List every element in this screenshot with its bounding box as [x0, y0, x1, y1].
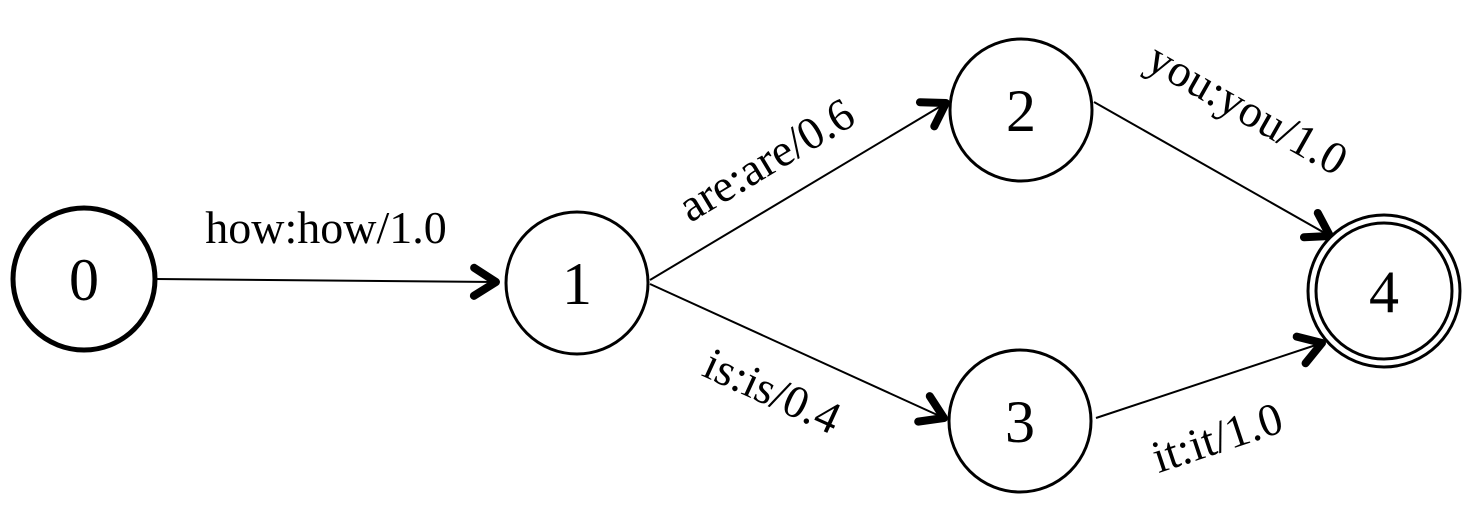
edge-label-you: you:you/1.0 — [1139, 32, 1356, 186]
edge-1-3: is:is/0.4 — [649, 283, 948, 444]
edge-line — [1095, 342, 1323, 419]
edge-line — [1093, 101, 1331, 237]
state-label: 4 — [1369, 259, 1399, 325]
state-label: 2 — [1006, 78, 1036, 144]
state-label: 0 — [69, 247, 99, 313]
state-circle — [948, 37, 1094, 183]
arrow-head-icon — [1292, 332, 1326, 368]
edge-label-it: it:it/1.0 — [1145, 392, 1288, 483]
state-label: 3 — [1005, 389, 1035, 455]
edge-line — [649, 283, 945, 419]
state-4-final: 4 — [1306, 213, 1462, 369]
arrow-head-icon — [914, 392, 948, 426]
edge-line — [649, 102, 947, 281]
state-circle-initial — [10, 205, 158, 353]
state-circle — [947, 348, 1093, 494]
edge-2-4: you:you/1.0 — [1093, 32, 1356, 242]
state-1: 1 — [504, 210, 650, 356]
state-0: 0 — [10, 205, 158, 353]
edge-label-is: is:is/0.4 — [696, 338, 849, 444]
edge-label-how: how:how/1.0 — [205, 202, 447, 253]
arrow-head-icon — [469, 263, 500, 300]
edge-0-1: how:how/1.0 — [155, 202, 500, 300]
state-label: 1 — [562, 251, 592, 317]
state-3: 3 — [947, 348, 1093, 494]
edge-line — [155, 278, 497, 283]
edge-3-4: it:it/1.0 — [1095, 332, 1326, 483]
state-circle-final-inner — [1314, 221, 1454, 361]
edge-1-2: are:are/0.6 — [649, 88, 950, 281]
state-circle — [504, 210, 650, 356]
arrow-head-icon — [915, 98, 950, 131]
state-2: 2 — [948, 37, 1094, 183]
